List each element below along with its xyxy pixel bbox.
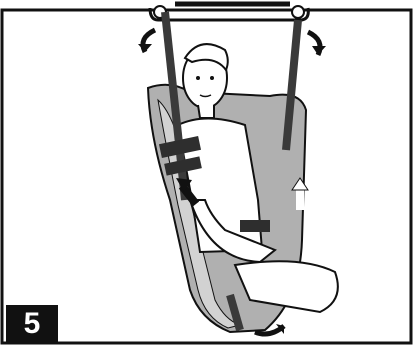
step-number-badge: 5 [6, 305, 58, 343]
buckle [240, 220, 270, 232]
